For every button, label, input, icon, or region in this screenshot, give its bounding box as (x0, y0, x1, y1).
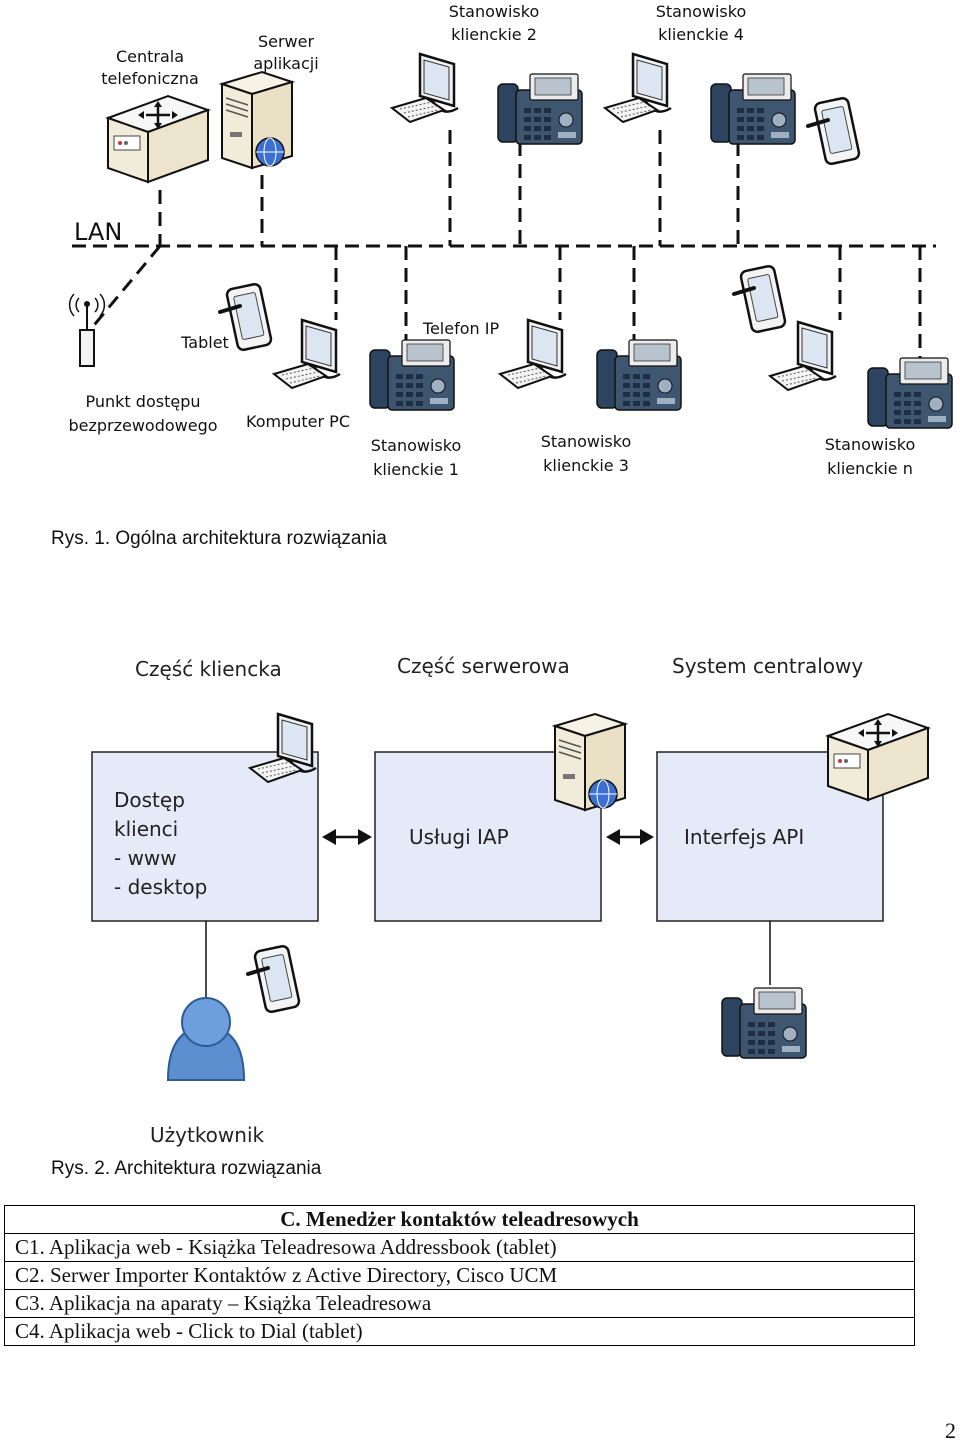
label-server: Serwer aplikacji (253, 32, 319, 73)
table-row: C1. Aplikacja web - Książka Teleadresowa… (4, 1233, 915, 1262)
label-station4: Stanowisko klienckie 4 (655, 2, 747, 44)
station2-pc-icon (390, 52, 460, 124)
client-pc-icon (248, 712, 318, 784)
station3-phone-icon (596, 339, 682, 411)
client-box-text: Dostęp klienci - www - desktop (114, 788, 208, 899)
app-server-icon (221, 71, 293, 169)
header-server: Część serwerowa (397, 654, 570, 678)
iap-server-icon (554, 713, 626, 811)
ip-phone-icon (369, 339, 455, 411)
lan-label: LAN (74, 218, 123, 246)
label-station2: Stanowisko klienckie 2 (448, 2, 540, 44)
pbx-router-icon (106, 94, 210, 184)
central-box-text: Interfejs API (684, 825, 805, 849)
table-header: C. Menedżer kontaktów teleadresowych (4, 1205, 915, 1234)
stationn-pc-icon (768, 320, 838, 392)
header-central: System centralowy (672, 654, 864, 678)
header-client: Część kliencka (135, 657, 282, 681)
server-central-arrow (606, 829, 654, 845)
user-label: Użytkownik (150, 1123, 265, 1147)
stationn-tablet-icon (732, 263, 789, 335)
pc-icon (272, 318, 342, 390)
client-box (91, 751, 319, 922)
pbx-router-icon-2 (826, 712, 930, 802)
station4-phone-icon (710, 73, 796, 145)
label-central: Centrala telefoniczna (101, 47, 199, 88)
label-tablet: Tablet (181, 333, 229, 352)
label-access-point: Punkt dostępu bezprzewodowego (68, 392, 218, 435)
label-stationn: Stanowisko klienckie n (824, 435, 916, 478)
label-station3: Stanowisko klienckie 3 (540, 432, 632, 475)
user-icon (166, 997, 246, 1081)
client-server-arrow (322, 829, 372, 845)
label-pc: Komputer PC (246, 412, 350, 431)
contact-manager-table: C. Menedżer kontaktów teleadresowych C1.… (4, 1205, 915, 1346)
table-row: C2. Serwer Importer Kontaktów z Active D… (4, 1261, 915, 1290)
station3-pc-icon (498, 318, 568, 390)
page-number: 2 (945, 1418, 956, 1443)
station2-phone-icon (497, 73, 583, 145)
wireless-ap-icon (68, 293, 106, 367)
server-box-text: Usługi IAP (409, 825, 509, 849)
stationn-phone-icon (867, 357, 953, 429)
figure1-caption: Rys. 1. Ogólna architektura rozwiązania (51, 528, 387, 549)
table-row: C3. Aplikacja na aparaty – Książka Telea… (4, 1289, 915, 1318)
desk-phone-icon (721, 987, 807, 1059)
user-tablet-icon (246, 943, 303, 1015)
label-station1: Stanowisko klienckie 1 (370, 436, 462, 479)
label-ip-phone: Telefon IP (422, 319, 500, 338)
figure2-caption: Rys. 2. Architektura rozwiązania (51, 1158, 322, 1179)
station4-tablet-icon (806, 95, 863, 167)
station4-pc-icon (603, 52, 673, 124)
figure2-diagram (91, 712, 930, 1081)
table-row: C4. Aplikacja web - Click to Dial (table… (4, 1317, 915, 1346)
